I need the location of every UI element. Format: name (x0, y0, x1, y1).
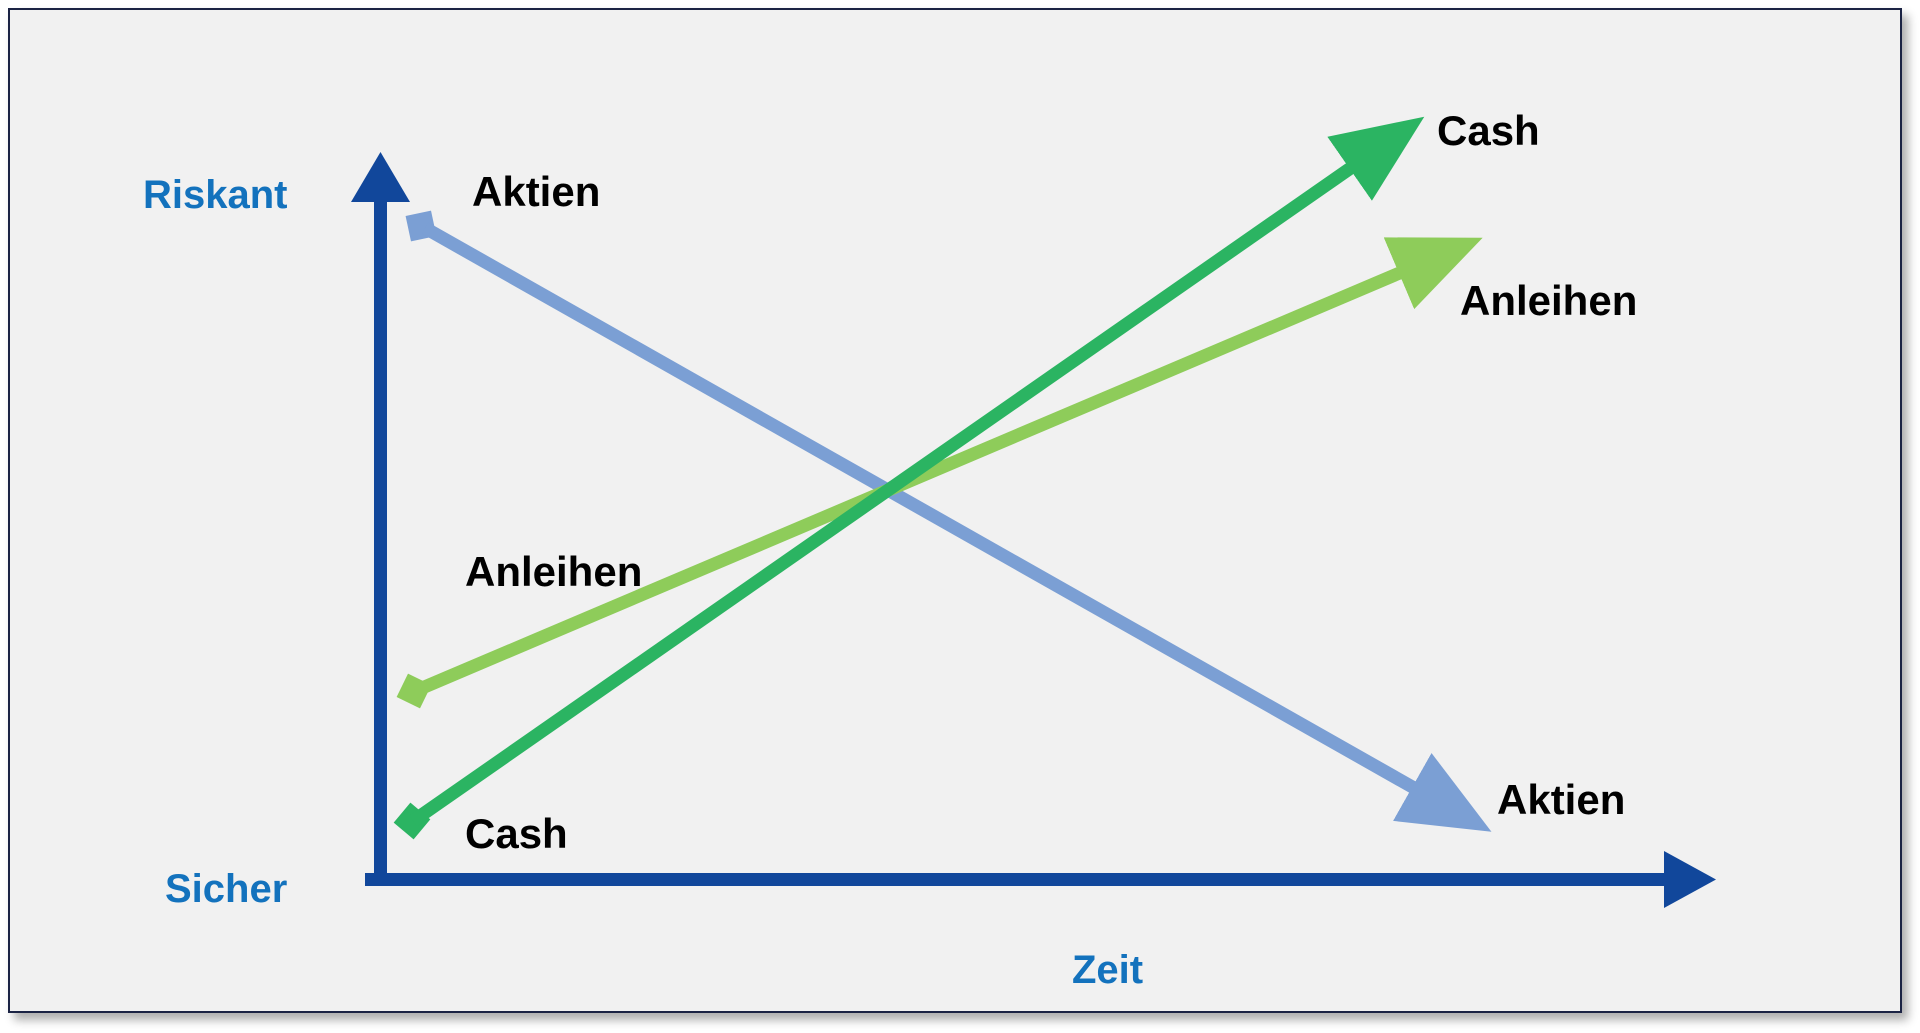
series-anleihen-line (412, 237, 1483, 697)
series-cash (393, 116, 1425, 840)
series-label-anleihen-start: Anleihen (465, 548, 643, 595)
series-label-aktien-end: Aktien (1497, 776, 1626, 823)
x-axis-line (365, 873, 1670, 886)
series-label-aktien-start: Aktien (472, 168, 601, 215)
chart-canvas (351, 116, 1716, 908)
figure-panel: Riskant Sicher Zeit Aktien Anleihen Cash… (8, 8, 1902, 1013)
x-axis-label: Zeit (1072, 948, 1144, 992)
series-aktien-line (421, 222, 1492, 832)
y-axis-arrowhead-icon (351, 152, 410, 202)
x-axis (365, 851, 1716, 908)
y-axis-line (374, 198, 387, 880)
y-axis-top-label: Riskant (143, 173, 288, 217)
series-anleihen (396, 237, 1483, 709)
y-axis-bottom-label: Sicher (165, 867, 288, 911)
series-label-anleihen-end: Anleihen (1460, 277, 1638, 324)
series-aktien (405, 210, 1492, 832)
x-axis-arrowhead-icon (1664, 851, 1716, 908)
series-label-cash-end: Cash (1437, 107, 1540, 154)
y-axis (351, 152, 410, 880)
series-cash-line (409, 116, 1425, 827)
series-label-cash-start: Cash (465, 810, 568, 857)
